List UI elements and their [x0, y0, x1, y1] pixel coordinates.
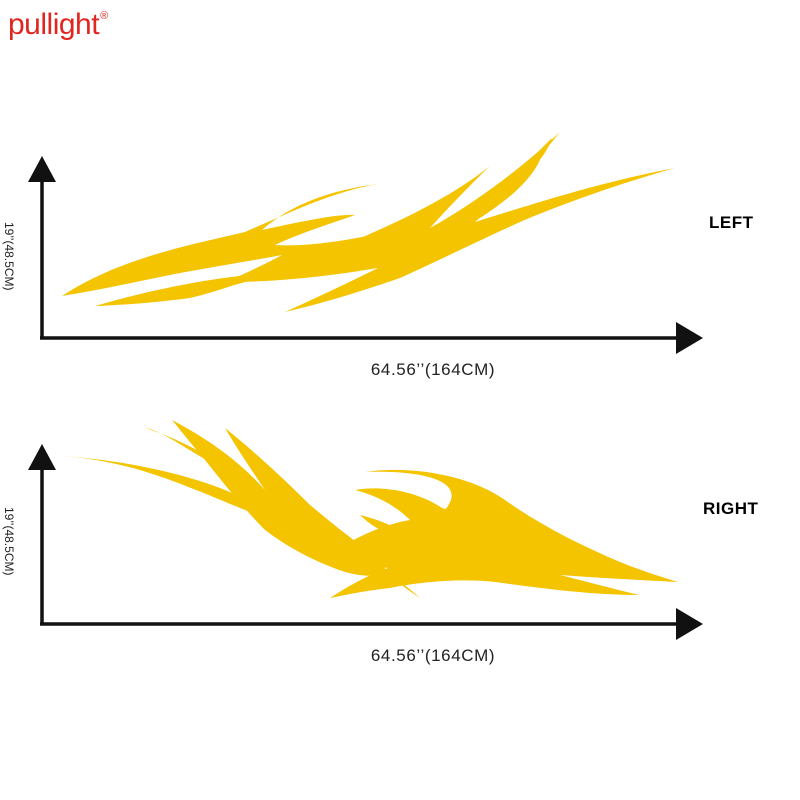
- left-flame-decal: [62, 132, 675, 312]
- right-flame-decal: [62, 420, 678, 598]
- left-y-arrowhead: [28, 156, 56, 182]
- right-panel: [28, 420, 703, 640]
- left-side-label: LEFT: [709, 213, 754, 232]
- left-panel: [28, 132, 703, 354]
- brand-name: pullight: [8, 8, 100, 41]
- left-axes: [28, 156, 703, 354]
- right-x-arrowhead: [676, 608, 703, 640]
- brand-logo: pullight®: [8, 2, 108, 43]
- left-x-arrowhead: [676, 322, 703, 354]
- left-height-dimension: 19’’(48.5CM): [2, 222, 16, 291]
- left-width-dimension: 64.56’’(164CM): [370, 360, 496, 379]
- right-height-dimension: 19’’(48.5CM): [2, 507, 16, 576]
- right-y-arrowhead: [28, 444, 56, 470]
- right-width-dimension: 64.56’’(164CM): [370, 646, 496, 665]
- registered-mark: ®: [100, 10, 108, 22]
- right-axes: [28, 444, 703, 640]
- right-side-label: RIGHT: [703, 499, 759, 518]
